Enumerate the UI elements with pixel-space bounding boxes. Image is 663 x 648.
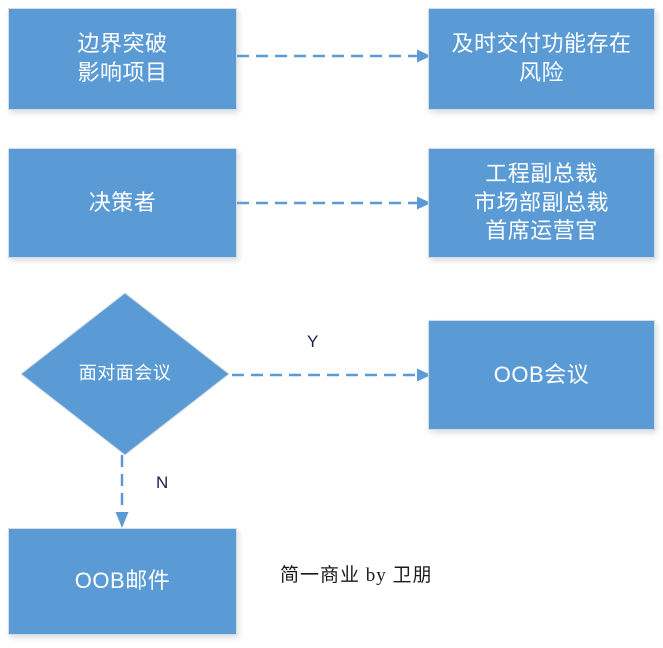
connector-decider-to-roles	[237, 195, 433, 211]
node-oob-meeting[interactable]: OOB会议	[428, 320, 655, 430]
node-label: 工程副总裁 市场部副总裁 首席运营官	[473, 161, 609, 244]
edge-label-no: N	[156, 473, 169, 492]
node-oob-email[interactable]: OOB邮件	[8, 528, 237, 635]
node-label: 面对面会议	[78, 363, 172, 384]
node-decision-roles[interactable]: 工程副总裁 市场部副总裁 首席运营官	[428, 148, 655, 258]
node-delivery-risk[interactable]: 及时交付功能存在 风险	[428, 8, 655, 110]
node-label: 及时交付功能存在 风险	[451, 31, 632, 85]
edge-label-yes: Y	[307, 332, 319, 351]
node-label: 边界突破 影响项目	[77, 31, 168, 85]
node-decision-maker[interactable]: 决策者	[8, 148, 237, 258]
arrowhead-icon	[115, 512, 129, 528]
attribution-text: 简一商业 by 卫朋	[280, 565, 433, 586]
node-face-to-face-meeting[interactable]: 面对面会议	[18, 290, 232, 458]
connector-meeting-yes	[232, 367, 433, 383]
node-label: 决策者	[88, 189, 157, 215]
connector-meeting-no	[114, 455, 130, 530]
diamond-shape-icon	[20, 292, 230, 456]
connector-boundary-to-risk	[237, 48, 433, 64]
node-label: OOB会议	[493, 361, 590, 387]
node-label: OOB邮件	[74, 568, 171, 594]
node-boundary-impact[interactable]: 边界突破 影响项目	[8, 8, 237, 110]
